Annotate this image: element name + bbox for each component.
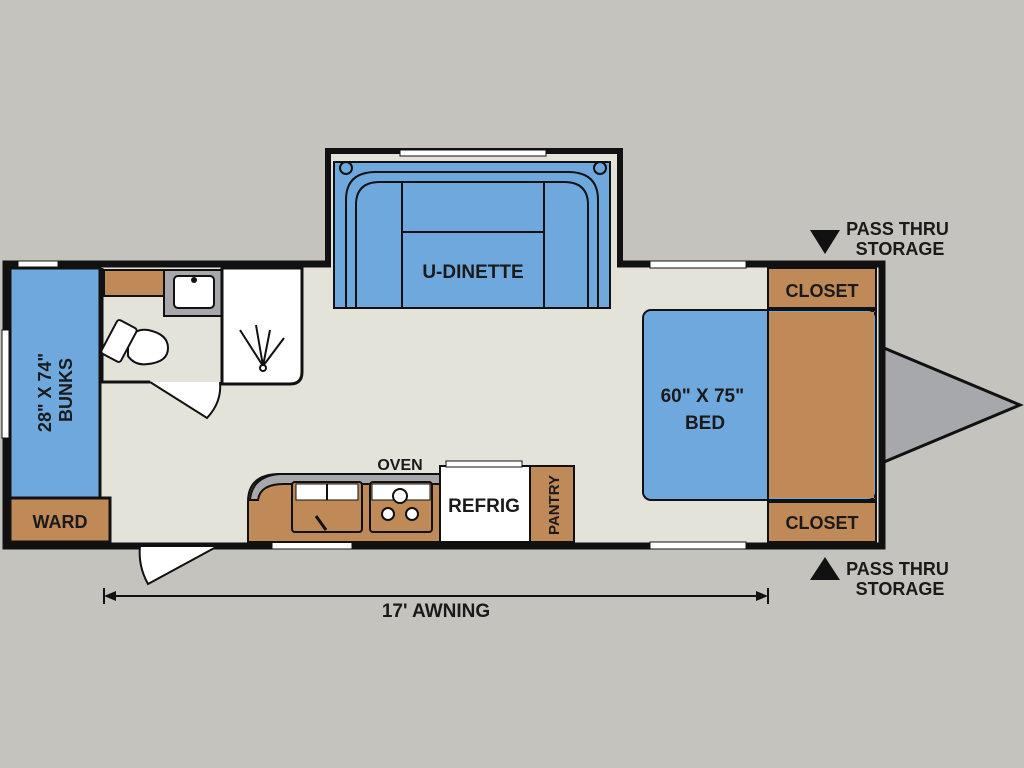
entry-door xyxy=(138,545,219,586)
window-bottom-right xyxy=(649,541,747,550)
awning-label: 17' AWNING xyxy=(382,601,490,622)
window-top-right xyxy=(649,260,747,269)
toilet-icon xyxy=(127,328,170,366)
closet-bottom xyxy=(767,501,877,543)
bed-label: 60" X 75" BED xyxy=(661,386,750,434)
pantry-label: PANTRY xyxy=(546,475,563,535)
bunks xyxy=(8,266,102,500)
bathroom-counter xyxy=(103,269,165,297)
pass-thru-top-label: PASS THRU STORAGE xyxy=(846,219,954,259)
refrigerator xyxy=(439,465,531,543)
wardrobe xyxy=(8,496,112,544)
cupholder-right-icon xyxy=(593,161,607,175)
closet-top xyxy=(767,267,877,309)
pass-thru-bottom-arrow-icon xyxy=(810,557,840,580)
shower-head-icon xyxy=(239,324,285,372)
refrig-label: REFRIG xyxy=(448,496,520,517)
bunks-label: 28" X 74" BUNKS xyxy=(35,348,76,432)
u-dinette-label: U-DINETTE xyxy=(422,262,523,283)
slide-out-window xyxy=(399,149,547,157)
closet-bottom-label: CLOSET xyxy=(785,513,858,533)
window-bottom-left xyxy=(271,541,353,550)
ward-label: WARD xyxy=(33,512,88,532)
pantry xyxy=(529,465,575,543)
closet-top-label: CLOSET xyxy=(785,281,858,301)
pass-thru-top-arrow-icon xyxy=(810,230,840,254)
bathroom-sink-icon xyxy=(173,275,215,309)
pass-thru-bottom-label: PASS THRU STORAGE xyxy=(846,559,954,599)
shower xyxy=(220,266,304,386)
bathroom-wall xyxy=(100,268,150,384)
oven-label: OVEN xyxy=(377,457,422,474)
cupholder-left-icon xyxy=(339,161,353,175)
window-rear xyxy=(1,329,10,439)
bathroom-door xyxy=(149,381,222,420)
u-dinette-table xyxy=(401,231,545,309)
